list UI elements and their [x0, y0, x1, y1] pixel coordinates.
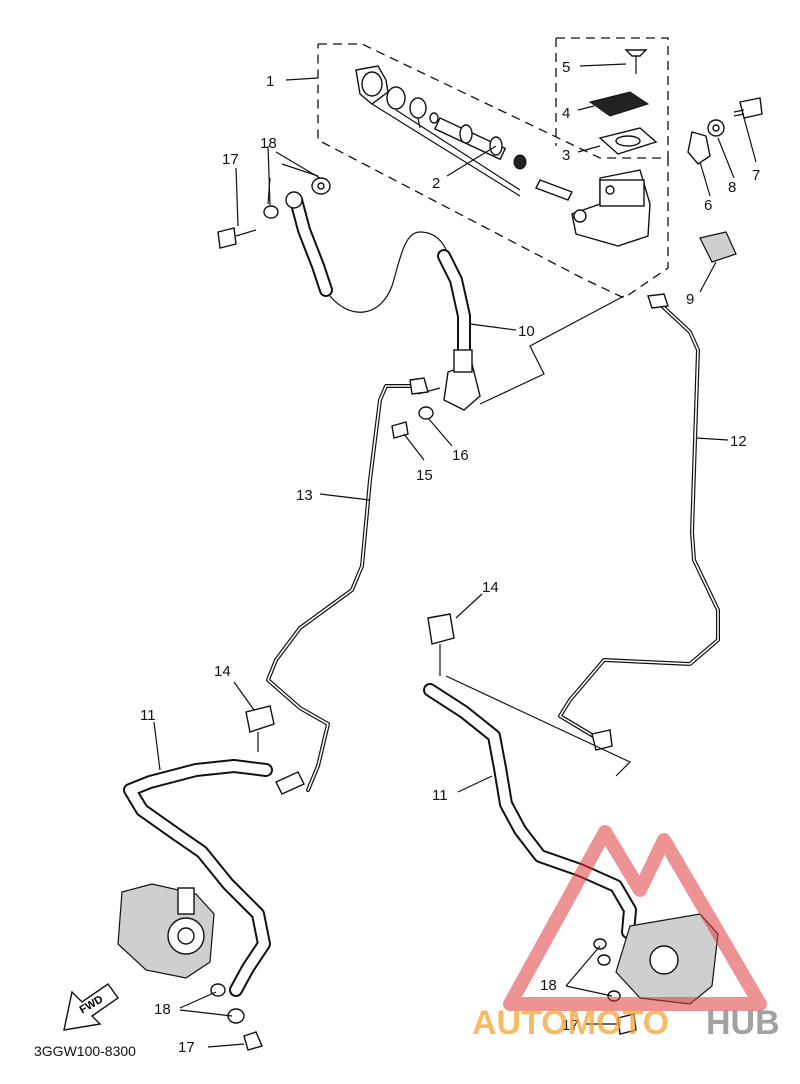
watermark-logo	[503, 825, 767, 1011]
brake-pipe-12	[445, 293, 720, 777]
callout-18-left: 18	[154, 1001, 171, 1018]
callout-14-left: 14	[214, 663, 231, 680]
diagram-code: 3GGW100-8300	[34, 1043, 136, 1059]
brake-hose-joint-10	[417, 249, 625, 411]
forward-direction-arrow-icon: FWD	[63, 983, 119, 1031]
callout-17-right: 17	[562, 1017, 579, 1034]
callout-6: 6	[704, 197, 712, 214]
callout-11-left: 11	[140, 707, 156, 724]
callout-17-left: 17	[178, 1039, 195, 1056]
callout-1: 1	[266, 73, 274, 90]
callout-13: 13	[296, 487, 313, 504]
master-cylinder-kit-box	[317, 37, 669, 299]
callout-2: 2	[432, 175, 440, 192]
callout-8: 8	[728, 179, 736, 196]
reservoir-parts	[588, 49, 658, 155]
callout-5: 5	[562, 59, 570, 76]
watermark-brand-b: HUB	[706, 1004, 780, 1042]
master-cylinder-body	[535, 169, 651, 247]
watermark-text: AUTOMOTO HUB	[472, 1004, 780, 1042]
piston-kit-parts	[355, 65, 527, 197]
clamp-and-bolt-parts	[687, 97, 763, 263]
callout-12: 12	[730, 433, 747, 450]
right-brake-hose-11	[423, 683, 637, 939]
callout-leader-lines	[153, 63, 757, 1048]
right-brake-caliper	[593, 913, 719, 1035]
callout-16: 16	[452, 447, 469, 464]
callout-4: 4	[562, 105, 570, 122]
callout-9: 9	[686, 291, 694, 308]
callout-14-upper: 14	[482, 579, 499, 596]
callout-labels: 1 2 3 4 5 6 7 8 9 10 11 11 12 13 14 14 1…	[140, 59, 760, 1056]
callout-7: 7	[752, 167, 760, 184]
callout-18-right: 18	[540, 977, 557, 994]
brake-pipe-13	[266, 377, 429, 795]
upper-brake-hose	[285, 191, 447, 313]
callout-17-upper: 17	[222, 151, 239, 168]
watermark-brand-a: AUTOMOTO	[472, 1004, 669, 1042]
callout-10: 10	[518, 323, 535, 340]
hose-clips	[245, 613, 455, 752]
joint-bolt-and-washer	[391, 406, 434, 439]
callout-18-upper: 18	[260, 135, 277, 152]
callout-11-right: 11	[432, 787, 448, 804]
callout-15: 15	[416, 467, 433, 484]
left-brake-caliper	[117, 883, 263, 1051]
callout-3: 3	[562, 147, 570, 164]
left-brake-hose-11	[123, 759, 273, 997]
